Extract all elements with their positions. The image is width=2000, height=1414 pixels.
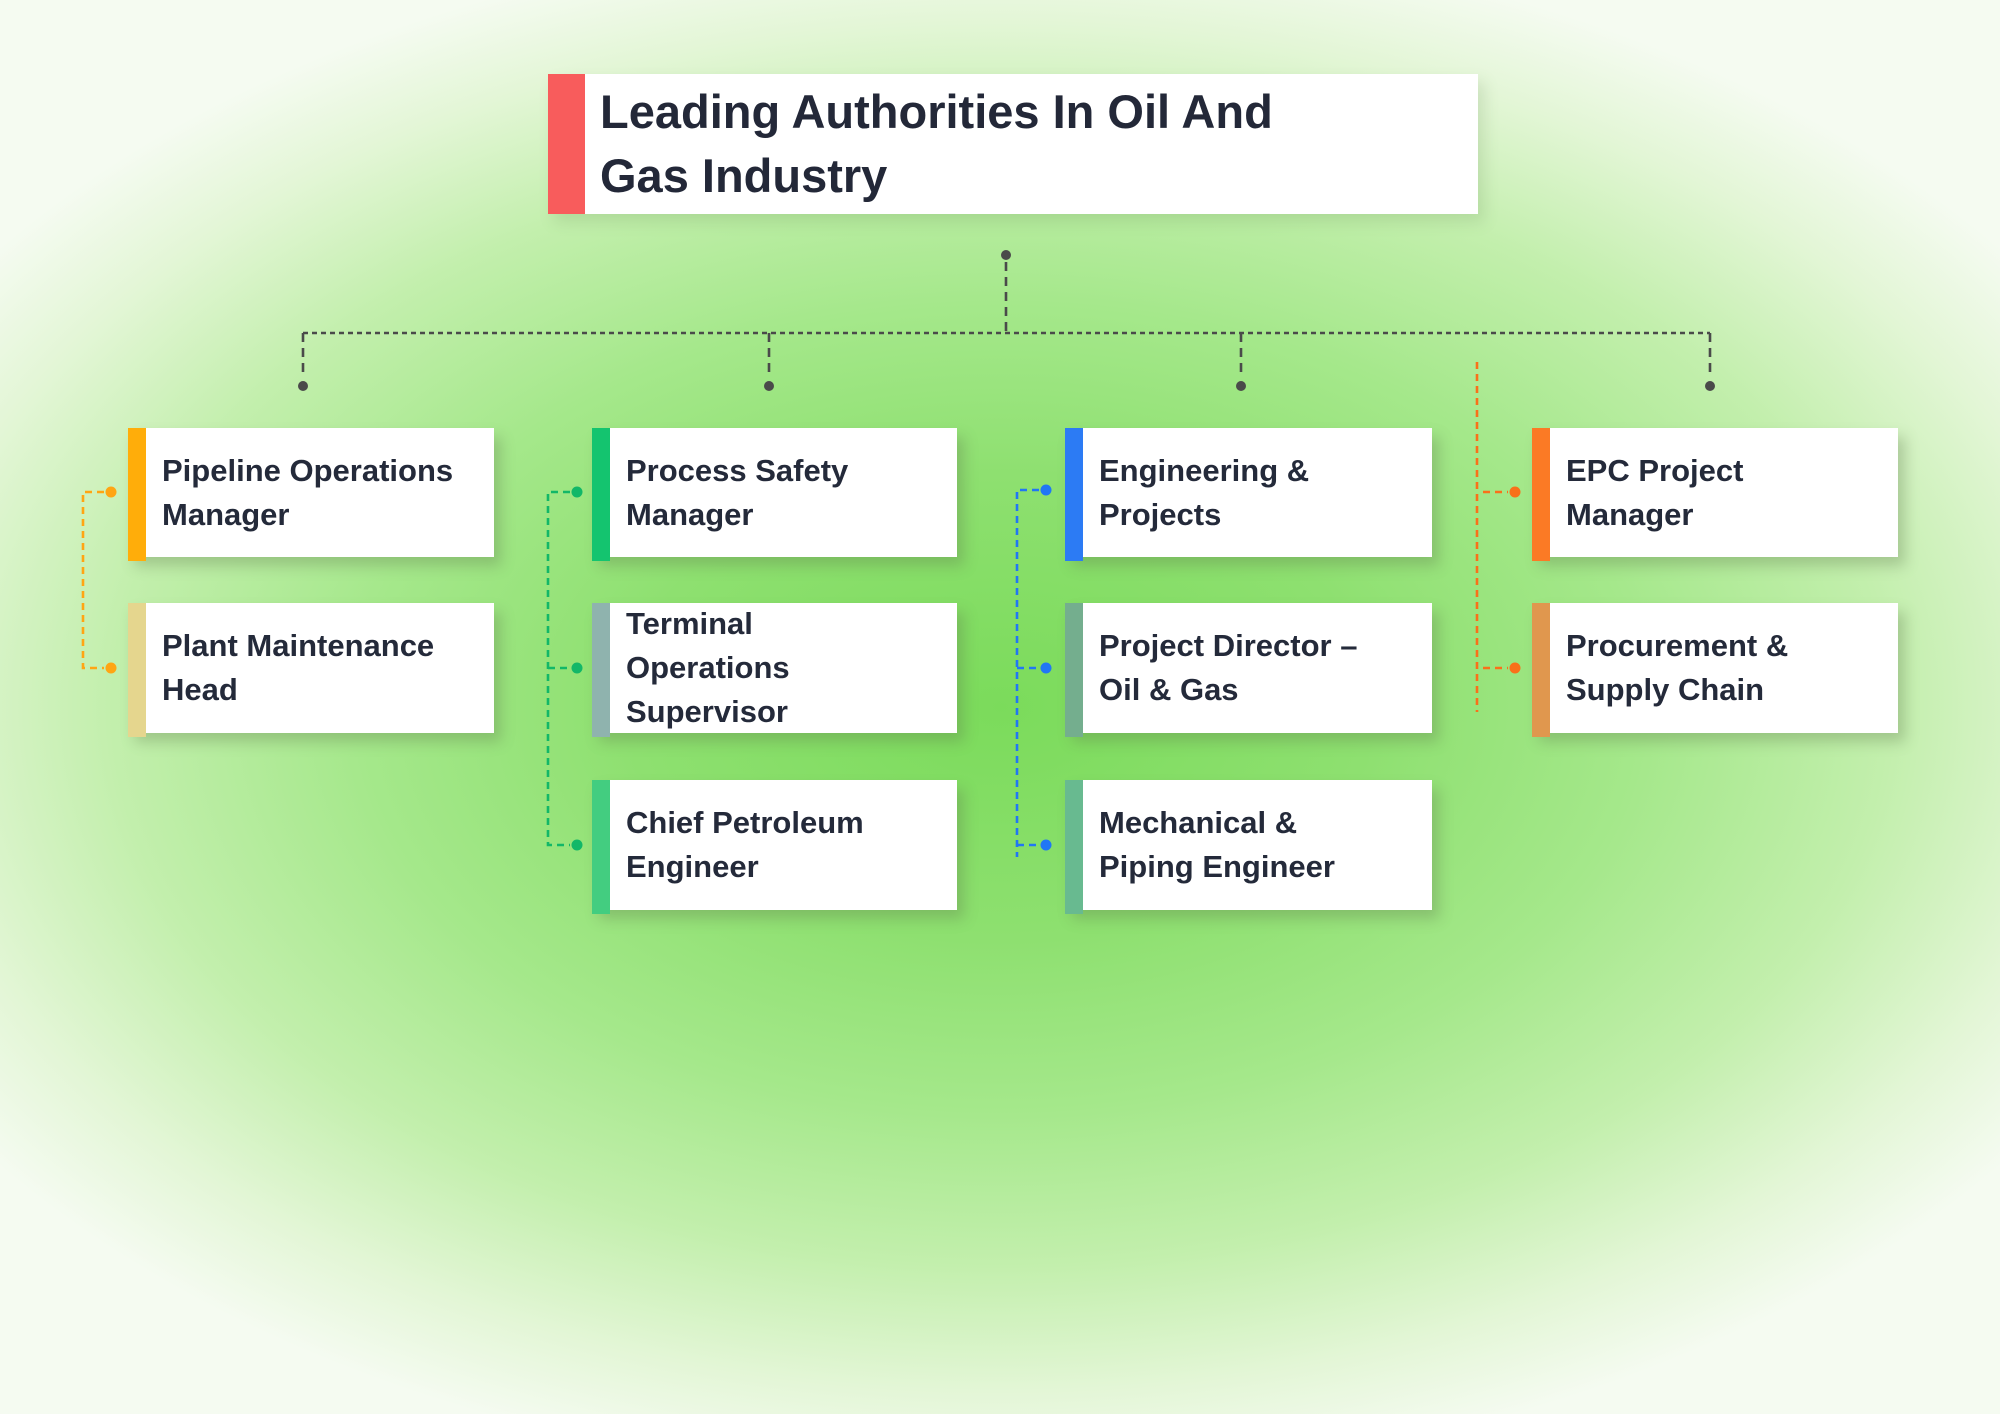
org-box-terminal-operations-supervisor: Terminal Operations Supervisor xyxy=(592,603,957,737)
chart-title-box: Leading Authorities In Oil And Gas Indus… xyxy=(548,74,1478,214)
org-box-label: Project Director – Oil & Gas xyxy=(1099,628,1358,707)
tree-connector xyxy=(298,250,1715,391)
org-box-pipeline-operations-manager: Pipeline Operations Manager xyxy=(128,428,494,561)
org-box-mechanical-piping-engineer: Mechanical & Piping Engineer xyxy=(1065,780,1432,914)
title-accent-bar xyxy=(548,74,585,214)
accent-bar xyxy=(1532,603,1550,737)
chart-title: Leading Authorities In Oil And Gas Indus… xyxy=(600,85,1273,202)
column-3-connector xyxy=(1015,484,1052,857)
accent-bar xyxy=(1065,780,1083,914)
accent-bar xyxy=(128,603,146,737)
org-box-engineering-projects: Engineering & Projects xyxy=(1065,428,1432,561)
column-1-connector xyxy=(81,486,117,674)
org-box-label: Chief Petroleum Engineer xyxy=(626,805,864,884)
org-box-plant-maintenance-head: Plant Maintenance Head xyxy=(128,603,494,737)
accent-bar xyxy=(592,603,610,737)
accent-bar xyxy=(592,428,610,561)
accent-bar xyxy=(592,780,610,914)
org-box-label: Plant Maintenance Head xyxy=(162,628,435,707)
org-box-procurement-supply-chain: Procurement & Supply Chain xyxy=(1532,603,1898,737)
accent-bar xyxy=(1532,428,1550,561)
org-box-chief-petroleum-engineer: Chief Petroleum Engineer xyxy=(592,780,957,914)
org-box-label: Engineering & Projects xyxy=(1099,452,1310,532)
org-box-project-director-oil-gas: Project Director – Oil & Gas xyxy=(1065,603,1432,737)
org-box-epc-project-manager: EPC Project Manager xyxy=(1532,428,1898,561)
org-box-process-safety-manager: Process Safety Manager xyxy=(592,428,957,561)
org-box-label: Terminal Operations Supervisor xyxy=(626,606,790,729)
org-box-label: Pipeline Operations Manager xyxy=(162,452,454,532)
column-4-connector xyxy=(1475,362,1521,712)
accent-bar xyxy=(1065,603,1083,737)
org-box-label: Procurement & Supply Chain xyxy=(1566,628,1789,707)
accent-bar xyxy=(128,428,146,561)
org-box-label: Mechanical & Piping Engineer xyxy=(1099,805,1335,884)
column-2-connector xyxy=(546,486,583,851)
org-box-label: Process Safety Manager xyxy=(626,452,849,532)
accent-bar xyxy=(1065,428,1083,561)
org-box-label: EPC Project Manager xyxy=(1566,452,1744,532)
